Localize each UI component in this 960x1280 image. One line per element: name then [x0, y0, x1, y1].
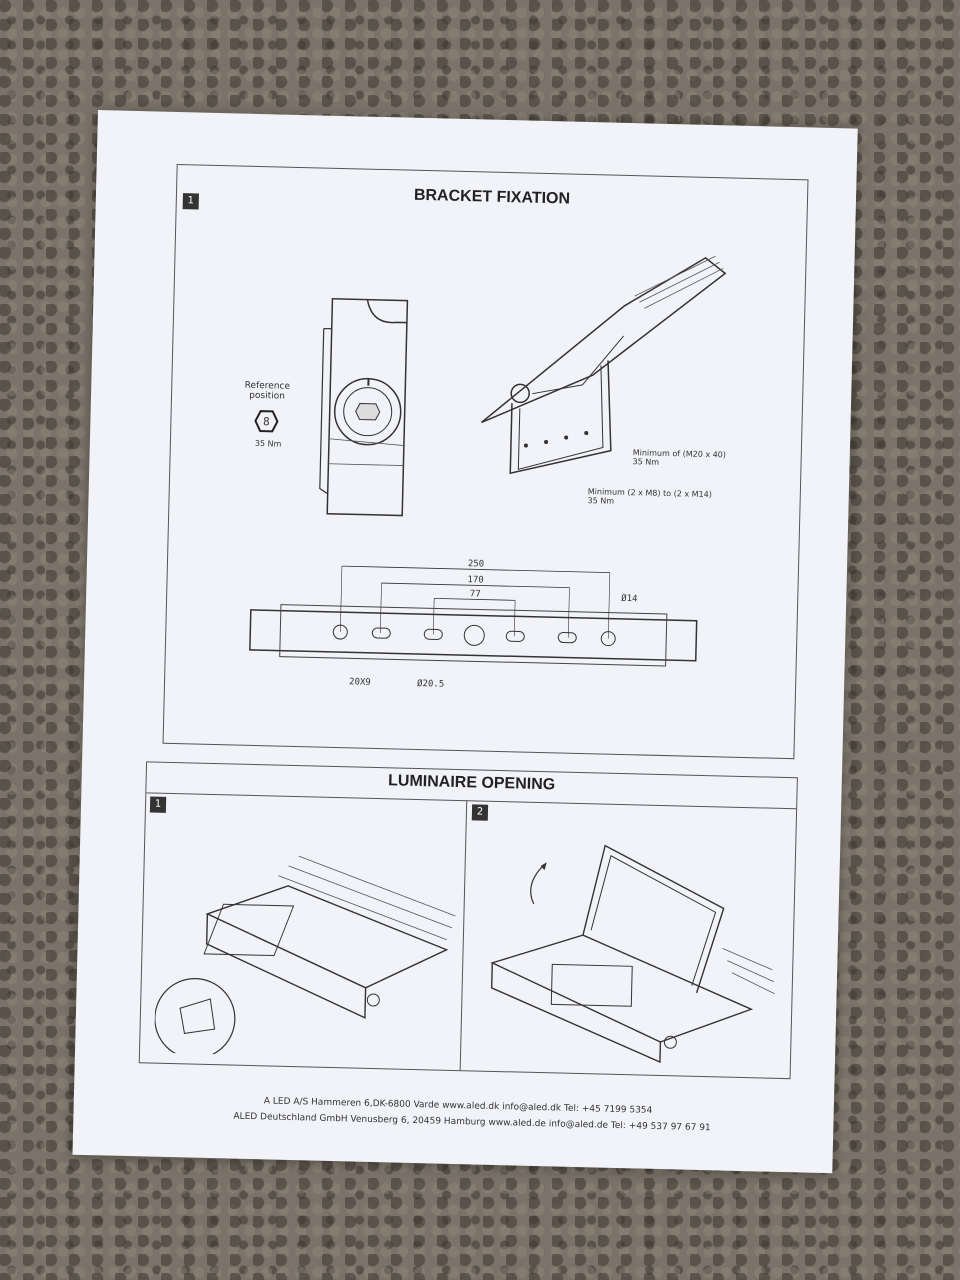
- dimension-dia20: Ø20.5: [417, 678, 444, 690]
- bracket-fixation-title: BRACKET FIXATION: [413, 186, 571, 208]
- dimension-250: 250: [468, 559, 485, 569]
- opening-step2-drawing: [490, 844, 775, 1064]
- dimension-dia14: Ø14: [621, 593, 638, 604]
- bracket-fixation-frame: BRACKET FIXATION 1 Reference position 8 …: [162, 163, 809, 760]
- dimension-77: 77: [470, 589, 481, 599]
- reference-number: 8: [263, 415, 270, 428]
- minimum-bolt-note: Minimum of (M20 x 40) 35 Nm: [632, 448, 726, 468]
- step-badge-1: 1: [149, 796, 167, 813]
- step-badge-2: 2: [471, 804, 489, 821]
- reference-label: Reference position: [232, 380, 302, 402]
- dimension-170: 170: [467, 575, 484, 585]
- bracket-side-view: [319, 298, 409, 517]
- instruction-sheet: BRACKET FIXATION 1 Reference position 8 …: [72, 110, 858, 1174]
- opening-column-divider: [459, 800, 468, 1071]
- reference-torque: 35 Nm: [254, 438, 282, 449]
- opening-step1-drawing: [154, 855, 456, 1060]
- bracket-dimension-drawing: 250 170 77 Ø14 20X9 Ø20.5: [249, 559, 698, 690]
- luminaire-bracket-drawing: [481, 255, 727, 475]
- step-badge: 1: [182, 193, 199, 210]
- minimum-screw-note: Minimum (2 x M8) to (2 x M14) 35 Nm: [587, 487, 712, 508]
- reference-line2: position: [249, 390, 286, 402]
- luminaire-opening-frame: LUMINAIRE OPENING 1 2: [138, 761, 798, 1080]
- dimension-slot: 20X9: [349, 677, 371, 688]
- hex-nut-icon: 8: [254, 410, 279, 433]
